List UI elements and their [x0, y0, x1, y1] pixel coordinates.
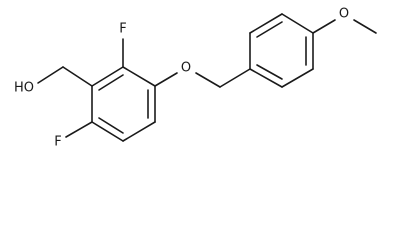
- bond-c-f-bottom: [65, 121, 93, 138]
- bond: [91, 66, 124, 87]
- substituents-a: [37, 38, 251, 138]
- bond: [281, 13, 314, 34]
- ring-a: [91, 66, 156, 142]
- bond-c-o-methoxy: [312, 19, 336, 34]
- bond: [249, 13, 283, 34]
- fluorine-bottom-label: F: [54, 135, 61, 150]
- structure-diagram: HO F F O O: [14, 7, 377, 150]
- bond-o-ch2: [195, 72, 221, 88]
- atom-labels: HO F F O O: [14, 7, 349, 150]
- bond-ch2-ring: [219, 68, 251, 88]
- methoxy-group: [312, 19, 377, 34]
- double-bond-inner: [98, 74, 124, 91]
- bond: [281, 68, 314, 88]
- bond-c-o-ether: [154, 72, 178, 87]
- ring-b: [249, 13, 314, 88]
- bond-o-ch3: [353, 19, 377, 34]
- hydroxyl-label: HO: [14, 81, 34, 96]
- bond: [122, 121, 156, 142]
- ether-oxygen-label: O: [181, 61, 191, 76]
- double-bond-inner: [98, 117, 124, 134]
- double-bond-inner: [256, 21, 283, 38]
- bond: [122, 66, 156, 87]
- bond-ch2-oh: [37, 66, 64, 84]
- fluorine-top-label: F: [119, 22, 126, 37]
- bond: [91, 121, 124, 142]
- molecule-drawing: HO F F O O: [14, 7, 377, 150]
- bond: [249, 68, 283, 88]
- double-bond-inner: [256, 64, 283, 80]
- methoxy-oxygen-label: O: [339, 7, 349, 22]
- bond-c-ch2: [62, 66, 93, 87]
